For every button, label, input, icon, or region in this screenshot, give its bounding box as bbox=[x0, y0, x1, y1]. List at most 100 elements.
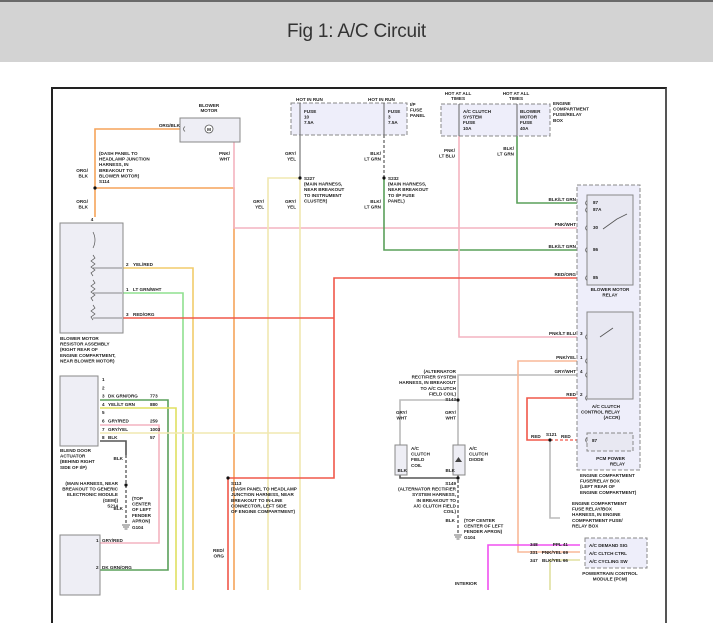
accr-pin-2: 2 bbox=[580, 392, 583, 397]
connector-icon bbox=[585, 200, 588, 206]
wire-label-red-org: RED/ bbox=[213, 548, 225, 553]
wire-label-red-org: ORG bbox=[214, 554, 225, 559]
splice-g104b-label: OF LEFT bbox=[132, 507, 151, 512]
fuse-3-label: 3 bbox=[388, 115, 391, 120]
figure-title: Fig 1: A/C Circuit bbox=[287, 21, 426, 42]
wire-label-org-blk-2: BLK bbox=[79, 174, 89, 179]
splice-s214-label: BREAKOUT TO GENERIC bbox=[62, 487, 118, 492]
splice-s232-label: TO I/P FUSE bbox=[388, 193, 415, 198]
accr-label: A/C CLUTCH bbox=[592, 404, 621, 409]
wire-dk-grn-org bbox=[100, 399, 169, 571]
splice-g104-label: FENDER APRON) bbox=[464, 529, 503, 534]
resistor-pin-1: 1 bbox=[126, 287, 129, 292]
wire-label-gry-wht-1: WHT bbox=[397, 416, 408, 421]
resistor-pin-2: 2 bbox=[126, 262, 129, 267]
wire-label-accr3: PNK/LT BLU bbox=[549, 331, 577, 336]
ec-relay-box-note: ENGINE COMPARTMENT) bbox=[580, 490, 637, 495]
splice-s113-label: CONNECTOR, LEFT SIDE bbox=[231, 503, 287, 508]
blend-wire-8: BLK bbox=[108, 435, 118, 440]
wire-pnk-yel bbox=[517, 360, 580, 553]
pcm-wire-69: PNK/YEL 69 bbox=[542, 550, 569, 555]
splice-s227-label: (MAIN HARNESS, bbox=[304, 182, 342, 187]
splice-s227-label: TO INSTRUMENT bbox=[304, 193, 342, 198]
blower-motor-label: MOTOR bbox=[200, 108, 218, 113]
pcm-label: MODULE (PCM) bbox=[593, 577, 628, 582]
splice-s214-label: S214 bbox=[107, 503, 118, 508]
accr-pin-4: 4 bbox=[580, 369, 583, 374]
clutch-diode-label: DIODE bbox=[469, 457, 484, 462]
blower-relay-label: BLOWER MOTOR bbox=[591, 287, 630, 292]
pcm-circuit-69: 331 bbox=[530, 550, 538, 555]
relay-pin-86: 86 bbox=[593, 247, 599, 252]
splice-s232-label: S232 bbox=[388, 176, 399, 181]
wire-label-org-blk-2: ORG/ bbox=[76, 168, 88, 173]
wire-label-blk-coil: BLK bbox=[398, 468, 408, 473]
splice-s114-label: HEADLAMP JUNCTION bbox=[99, 157, 150, 162]
splice-s143-label: TO A/C CLUTCH bbox=[421, 386, 457, 391]
pcm-label: POWERTRAIN CONTROL bbox=[582, 571, 638, 576]
wire-gray-s121 bbox=[549, 440, 560, 519]
ac-clutch-fuse-label: SYSTEM bbox=[463, 115, 482, 120]
fuse-3-label: 7.5A bbox=[388, 120, 398, 125]
wire-label-red-2: RED bbox=[561, 434, 571, 439]
blend-pin-3: 3 bbox=[102, 394, 105, 399]
wire-blk-8 bbox=[100, 440, 127, 455]
blend-wire-4: YEL/LT GRN bbox=[108, 402, 136, 407]
wire-label-gry-wht-2: WHT bbox=[446, 416, 457, 421]
splice-s232-label: NEAR BREAKOUT bbox=[388, 187, 429, 192]
splice-s214 bbox=[124, 483, 128, 487]
accr-pin-1: 1 bbox=[580, 355, 583, 360]
wire-label-blk-ltgrn-1: BLK/ bbox=[370, 151, 381, 156]
accr-switch-icon bbox=[599, 327, 614, 338]
resistor-assembly-label: NEAR BLOWER MOTOR) bbox=[60, 358, 115, 363]
splice-s113-label: S113 bbox=[231, 481, 242, 486]
relay-pin-30: 30 bbox=[593, 225, 599, 230]
resistor-assembly-label: RESISTOR ASSEMBLY bbox=[60, 342, 110, 347]
pcm-relay-label: PCM POWER bbox=[596, 456, 626, 461]
splice-s149-label: S149 bbox=[445, 481, 456, 486]
hot-at-all-times-1: HOT AT ALL bbox=[445, 91, 472, 96]
resistor-assembly-label: ENGINE COMPARTMENT, bbox=[60, 353, 116, 358]
splice-s121 bbox=[548, 438, 552, 442]
splice-s227-label: S227 bbox=[304, 176, 315, 181]
clutch-coil-label: COIL bbox=[411, 463, 422, 468]
wire-label-gry-yel-2: GRY/ bbox=[253, 199, 265, 204]
ec-harness-label: FUSE RELAY/BOX bbox=[572, 507, 613, 512]
wire-red bbox=[526, 397, 580, 441]
splice-s114-label: S114 bbox=[99, 179, 110, 184]
lower-pin-2: 2 bbox=[96, 565, 99, 570]
relay-pin-87: 87 bbox=[593, 200, 599, 205]
connector-icon bbox=[585, 247, 588, 253]
ac-clutch-fuse-label: FUSE bbox=[463, 120, 475, 125]
blower-relay-box bbox=[586, 194, 634, 286]
clutch-diode-label: CLUTCH bbox=[469, 452, 489, 457]
wire-label-accr4: GRY/WHT bbox=[554, 369, 576, 374]
ac-clutch-fuse-label: A/C CLUTCH bbox=[463, 109, 492, 114]
resistor-wire-1: LT GRN/WHT bbox=[133, 287, 162, 292]
wire-yel-ltgrn bbox=[100, 407, 177, 590]
ac-clutch-fuse-label: 10A bbox=[463, 126, 472, 131]
blower-fuse-label: BLOWER bbox=[520, 109, 541, 114]
connector-icon bbox=[585, 334, 588, 340]
connector-icon bbox=[585, 275, 588, 281]
pcm-box bbox=[584, 537, 648, 569]
resistor-icon bbox=[90, 231, 96, 321]
splice-s149-label: A/C CLUTCH FIELD bbox=[413, 503, 456, 508]
relay-switch-icon bbox=[602, 213, 628, 230]
splice-s149-label: SYSTEM HARNESS, bbox=[412, 492, 456, 497]
wire-label-accr1: PNK/YEL bbox=[556, 355, 576, 360]
ip-fuse-panel-box bbox=[290, 102, 408, 136]
resistor-pin-3: 3 bbox=[126, 312, 129, 317]
wire-label-gry-yel-3: GRY/ bbox=[285, 199, 297, 204]
splice-s143-label: S143 bbox=[445, 397, 456, 402]
lower-wire-1: GRY/RED bbox=[102, 538, 123, 543]
ec-fuse-box-label: ENGINE bbox=[553, 101, 571, 106]
clutch-coil-label: A/C bbox=[411, 446, 420, 451]
blend-circuit-6: 259 bbox=[150, 419, 158, 424]
splice-s113-label: OF ENGINE COMPARTMENT) bbox=[231, 509, 295, 514]
splice-s227 bbox=[298, 176, 302, 180]
splice-s232 bbox=[382, 176, 386, 180]
pcm-circuit-41: 348 bbox=[530, 542, 538, 547]
splice-g104b-label: APRON) bbox=[132, 518, 151, 523]
blend-wire-3: DK GRN/ORG bbox=[108, 394, 138, 399]
